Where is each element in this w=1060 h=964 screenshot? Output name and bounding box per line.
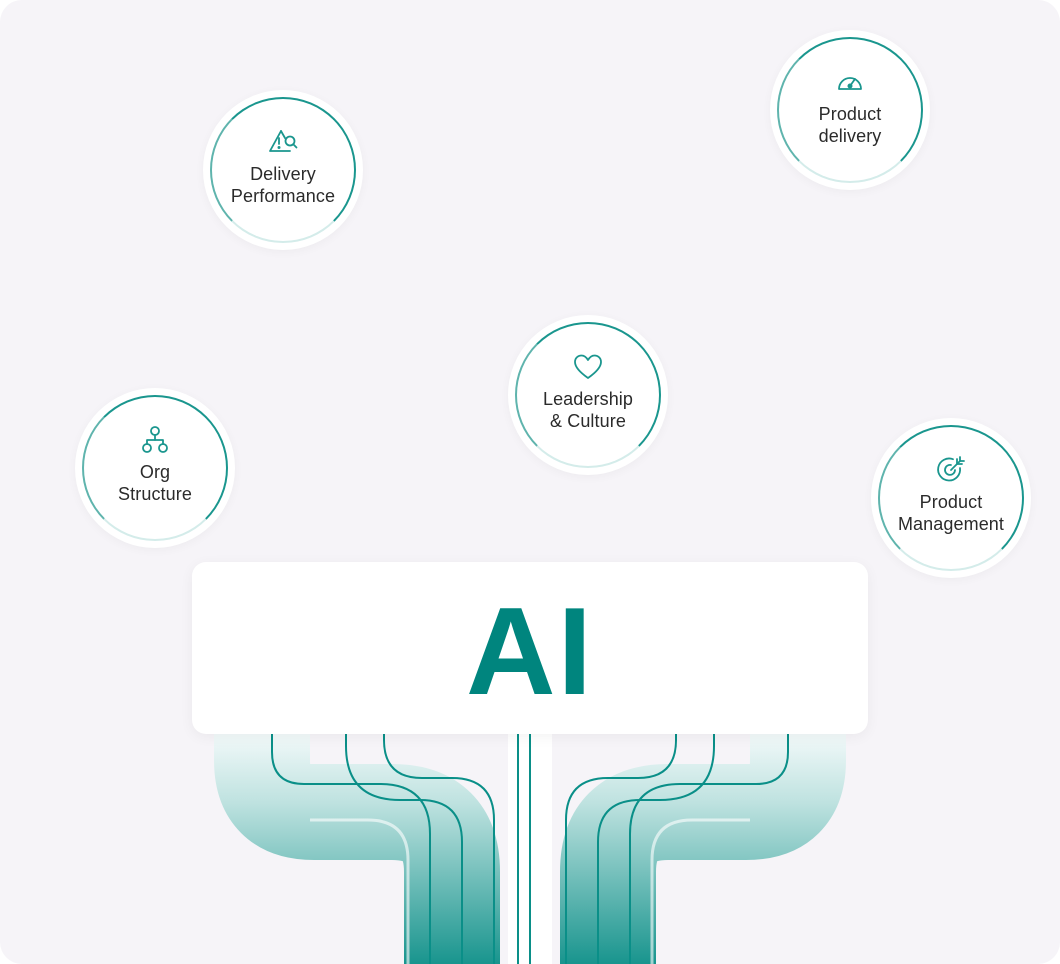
node-label: Leadership & Culture — [542, 389, 634, 431]
ai-title: AI — [466, 583, 594, 721]
left-pipe-line-3 — [383, 734, 495, 964]
right-pipe-line-1 — [629, 734, 789, 964]
right-pipe-band — [560, 712, 846, 964]
node-leadership-culture: Leadership & Culture — [508, 315, 668, 475]
heart-icon — [573, 352, 603, 382]
left-pipe-line-2 — [345, 734, 463, 964]
speedometer-icon — [835, 67, 865, 97]
left-pipe-band — [214, 712, 500, 964]
node-delivery-performance: Delivery Performance — [203, 90, 363, 250]
node-product-delivery: Product delivery — [770, 30, 930, 190]
node-label: Delivery Performance — [230, 164, 336, 206]
right-pipe-edge — [650, 818, 750, 964]
target-arrow-icon — [936, 455, 966, 485]
org-chart-icon — [140, 425, 170, 455]
node-org-structure: Org Structure — [75, 388, 235, 548]
left-pipe-line-1 — [271, 734, 431, 964]
ai-center-card: AI — [192, 562, 868, 734]
left-pipe-edge — [310, 818, 410, 964]
node-label: Product delivery — [818, 104, 882, 146]
node-label: Product Management — [897, 492, 1005, 534]
right-pipe-line-3 — [565, 734, 677, 964]
node-label: Org Structure — [118, 462, 192, 504]
warning-search-icon — [268, 127, 298, 157]
right-pipe-line-2 — [597, 734, 715, 964]
node-product-management: Product Management — [871, 418, 1031, 578]
